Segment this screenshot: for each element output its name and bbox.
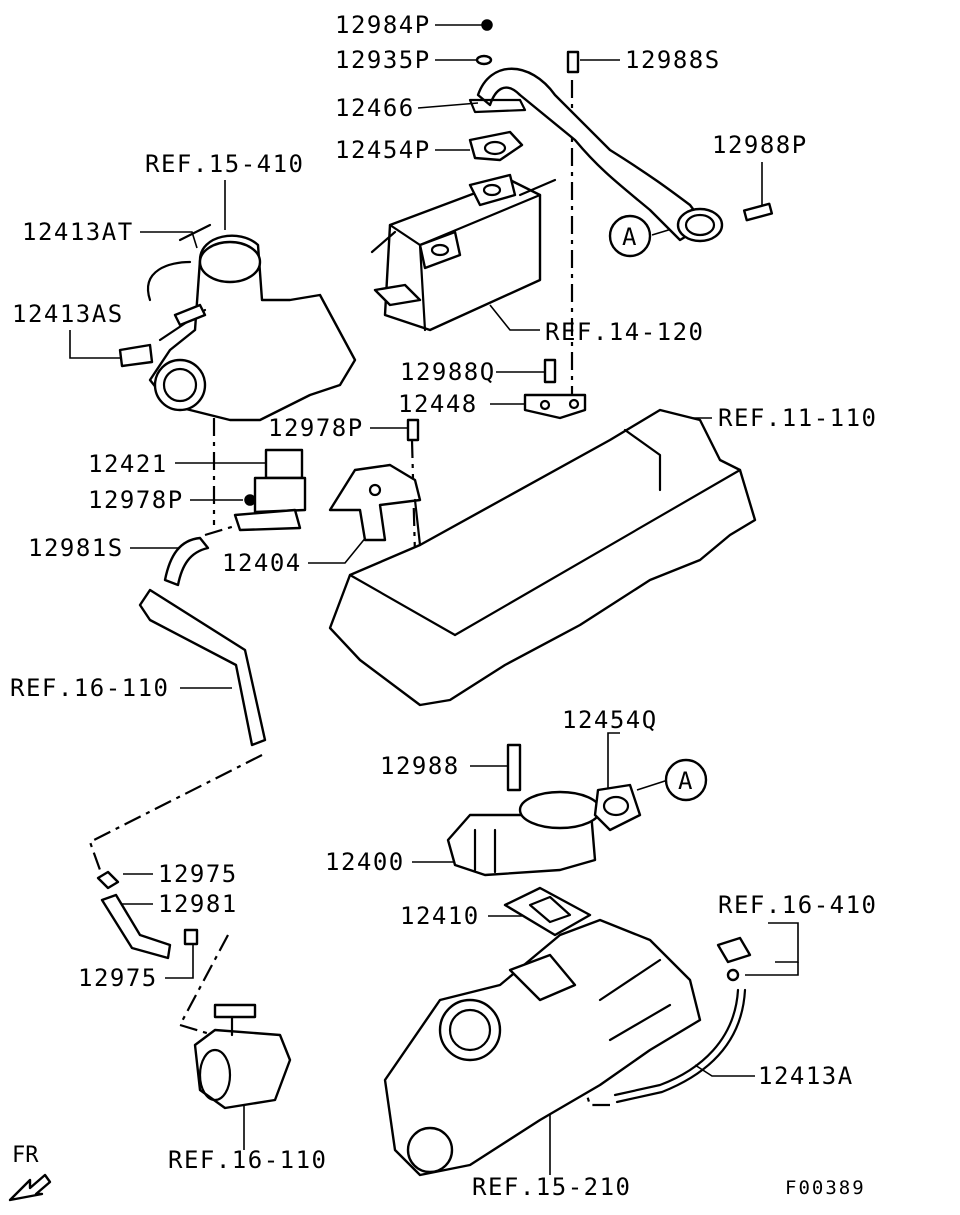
throttle-body: [193, 1003, 292, 1110]
label-12454p: 12454P: [335, 136, 431, 164]
front-direction-label: FR: [12, 1143, 39, 1168]
bracket-12448: [406, 358, 587, 442]
label-12988q: 12988Q: [400, 358, 496, 386]
label-12975-top: 12975: [158, 860, 238, 888]
label-12984p: 12984P: [335, 11, 431, 39]
label-12466: 12466: [335, 94, 415, 122]
vacuum-pipe: [138, 536, 267, 747]
figure-code: F00389: [785, 1177, 866, 1199]
label-ref-16-110-bottom: REF.16-110: [168, 1146, 328, 1174]
hose-assembly: [96, 870, 199, 960]
sensor-hose: [613, 936, 752, 1104]
label-12988s: 12988S: [625, 46, 721, 74]
label-12448: 12448: [398, 390, 478, 418]
label-ref-14-120: REF.14-120: [545, 318, 705, 346]
label-12981s: 12981S: [28, 534, 124, 562]
label-12988p: 12988P: [712, 131, 808, 159]
label-12413at: 12413AT: [22, 218, 134, 246]
label-ref-16-410: REF.16-410: [718, 891, 878, 919]
label-12421: 12421: [88, 450, 168, 478]
label-ref-15-410: REF.15-410: [145, 150, 305, 178]
label-12413a: 12413A: [758, 1062, 854, 1090]
label-12988: 12988: [380, 752, 460, 780]
intake-manifold: [383, 918, 702, 1177]
label-ref-16-110-top: REF.16-110: [10, 674, 170, 702]
label-12404: 12404: [222, 549, 302, 577]
callout-a-markers: [608, 214, 708, 802]
egr-pipe-assembly: [370, 19, 774, 332]
turbo-assembly: [118, 223, 357, 422]
callout-a-bottom: A: [678, 767, 694, 795]
label-12400: 12400: [325, 848, 405, 876]
egr-valve: [446, 743, 642, 877]
label-ref-11-110: REF.11-110: [718, 404, 878, 432]
label-12935p: 12935P: [335, 46, 431, 74]
callout-a-top: A: [622, 223, 638, 251]
engine-head-cover: [328, 408, 757, 707]
label-12978p-top: 12978P: [268, 414, 364, 442]
label-ref-15-210: REF.15-210: [472, 1173, 632, 1201]
label-12978p-mid: 12978P: [88, 486, 184, 514]
gasket-12410: [503, 886, 592, 937]
label-12410: 12410: [400, 902, 480, 930]
label-12975-bottom: 12975: [78, 964, 158, 992]
label-12981: 12981: [158, 890, 238, 918]
solenoid-valve: [233, 448, 422, 542]
front-direction-arrow-icon: [8, 1173, 52, 1202]
label-12454q: 12454Q: [562, 706, 658, 734]
label-12413as: 12413AS: [12, 300, 124, 328]
